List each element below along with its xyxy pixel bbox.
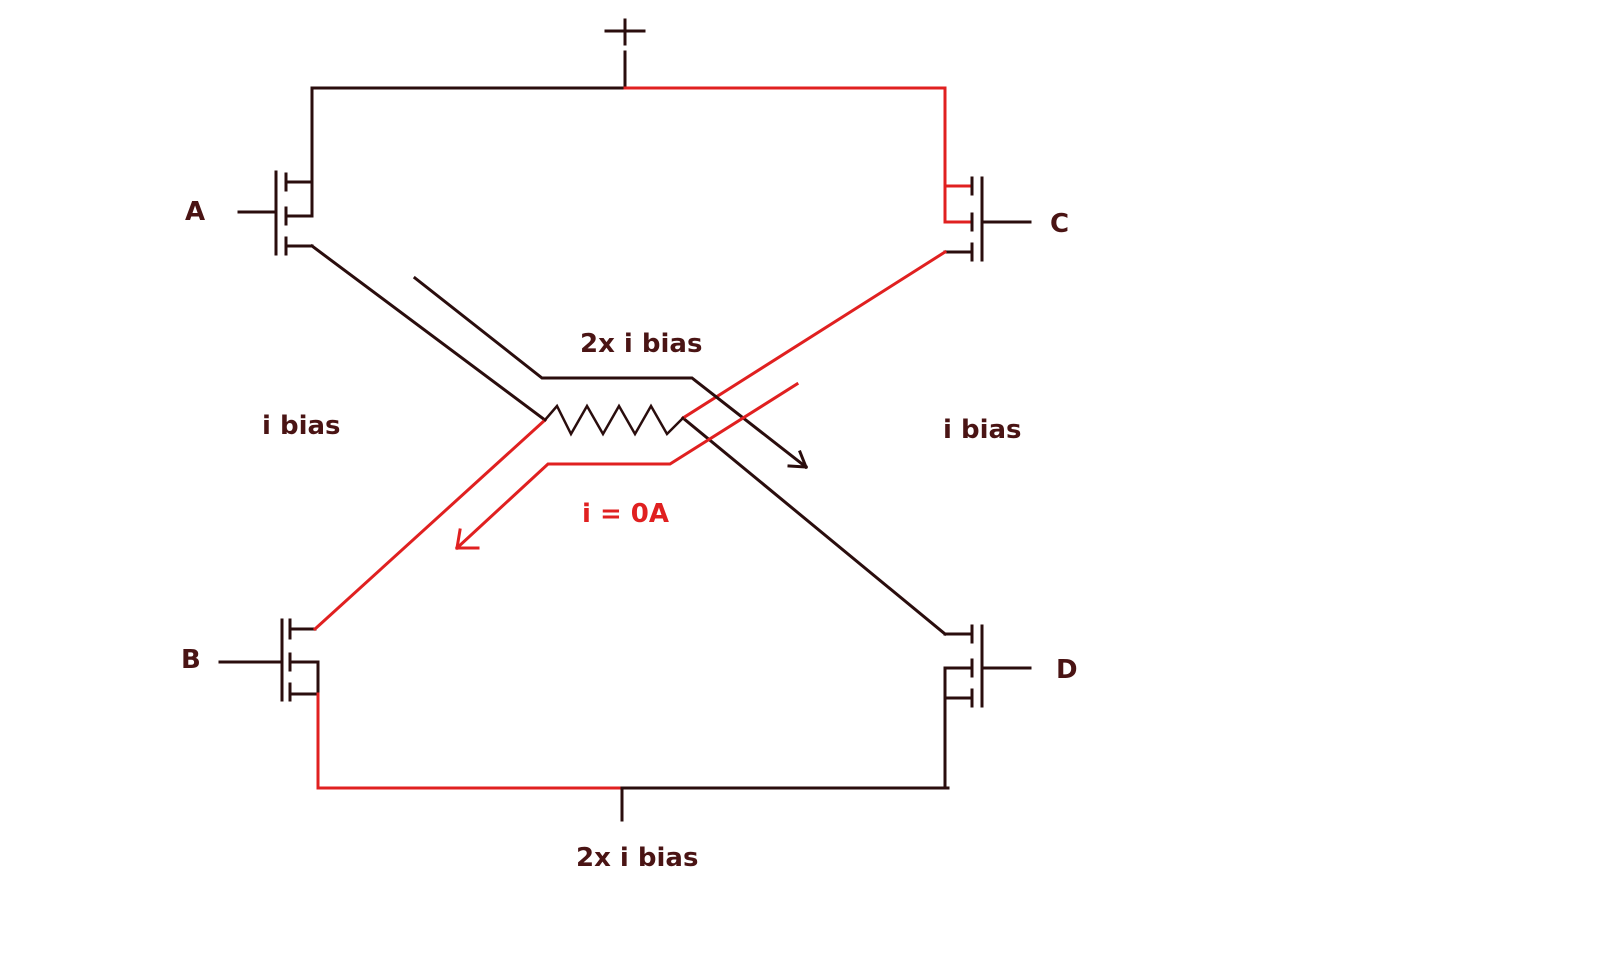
transistor-c [943, 86, 1032, 262]
current-label-red: i = 0A [582, 499, 669, 529]
wire-resistor-to-b [312, 417, 548, 632]
node-label-c: C [1050, 209, 1069, 239]
supply-terminal [604, 18, 646, 90]
current-label-bottom: 2x i bias [576, 843, 698, 873]
current-label-top: 2x i bias [580, 329, 702, 359]
node-label-a: A [185, 197, 205, 227]
current-label-left: i bias [262, 411, 341, 441]
current-label-right: i bias [943, 415, 1022, 445]
wire-a-to-resistor [309, 243, 548, 423]
node-label-d: D [1056, 655, 1078, 685]
transistor-d [943, 624, 1032, 790]
current-arrow-black [412, 275, 809, 470]
transistor-b [218, 618, 320, 790]
transistor-a [237, 86, 314, 256]
resistor [543, 403, 685, 437]
node-label-b: B [181, 645, 201, 675]
wire-c-to-resistor [680, 249, 948, 421]
current-arrow-red [454, 381, 800, 551]
wire-resistor-to-d [680, 415, 948, 637]
